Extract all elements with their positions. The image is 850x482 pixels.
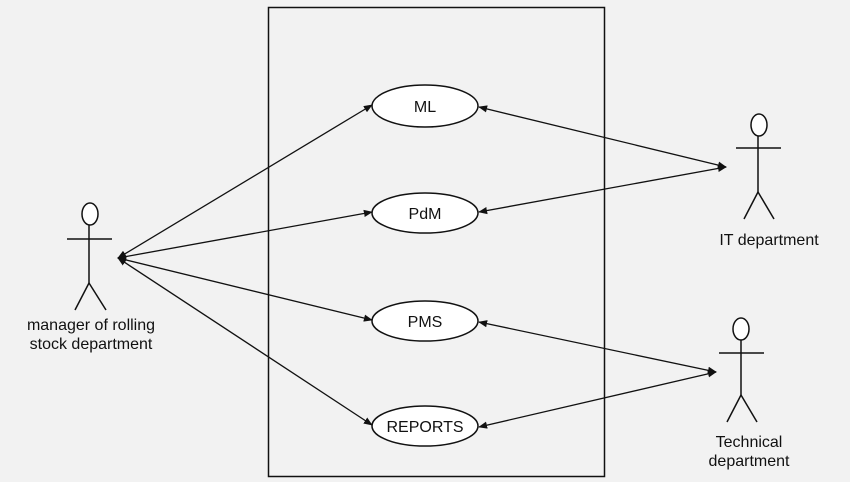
actor-technical-figure: [719, 317, 764, 423]
use-case-pdm-label: PdM: [409, 206, 442, 223]
actor-technical-label: Technical department: [690, 433, 808, 471]
actor-manager-figure: [67, 202, 112, 311]
use-case-reports-label: REPORTS: [386, 419, 463, 436]
use-case-ml-label: ML: [414, 99, 436, 116]
assoc-technical-reports: [478, 370, 717, 429]
use-case-pdm: PdM: [371, 192, 479, 234]
assoc-manager-pdm: [117, 209, 373, 261]
actor-technical-label-line1: Technical: [715, 434, 783, 451]
assoc-it-ml: [478, 105, 727, 169]
use-case-reports: REPORTS: [371, 405, 479, 447]
actor-it-label: IT department: [700, 231, 838, 250]
use-case-pms-label: PMS: [408, 314, 443, 331]
actor-manager-label: manager of rolling stock department: [0, 316, 182, 354]
assoc-it-pdm: [478, 164, 727, 215]
assoc-manager-pms: [117, 256, 373, 322]
actor-it-label-text: IT department: [719, 232, 819, 249]
actor-it-figure: [736, 113, 781, 220]
actor-technical-label-line2: department: [708, 453, 790, 470]
actor-manager-label-line1: manager of rolling: [26, 317, 156, 334]
assoc-manager-reports: [117, 257, 373, 426]
actor-manager-label-line2: stock department: [29, 336, 153, 353]
assoc-technical-pms: [478, 320, 717, 374]
use-case-ml: ML: [371, 84, 479, 128]
use-case-pms: PMS: [371, 300, 479, 342]
associations: [117, 104, 727, 429]
